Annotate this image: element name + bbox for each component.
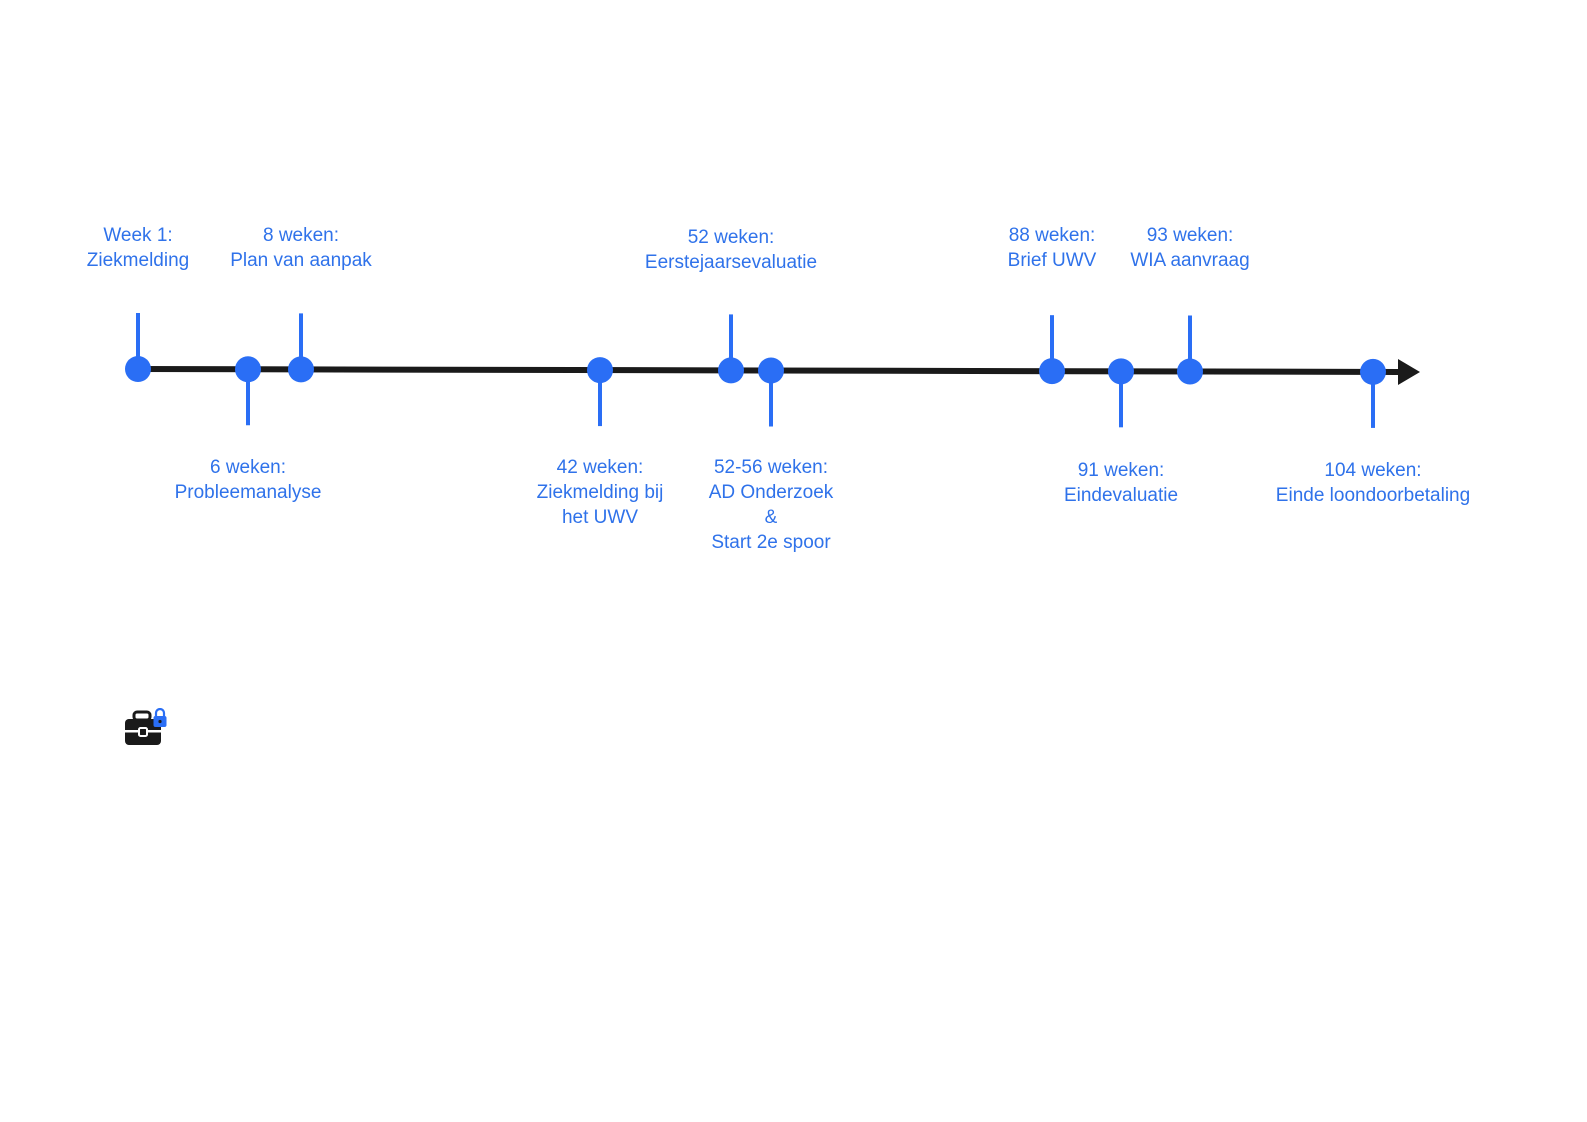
milestone-text-line: Einde loondoorbetaling	[1275, 485, 1471, 506]
milestone-text-line: 88 weken:	[1008, 225, 1096, 246]
milestone-text-line: 52-56 weken:	[713, 457, 829, 478]
milestone-text-line: 6 weken:	[209, 457, 287, 478]
milestone-dot-52-56-weken	[758, 357, 784, 384]
milestone-label-42-weken: 42 weken: Ziekmelding bij het UWV	[537, 455, 664, 530]
milestone-label-52-56-weken: 52-56 weken: AD Onderzoek & Start 2e spoor	[709, 455, 834, 555]
milestone-text-line: 52 weken:	[687, 227, 775, 248]
milestone-label-8-weken: 8 weken: Plan van aanpak	[230, 223, 372, 273]
milestone-text-line: Brief UWV	[1007, 250, 1097, 271]
milestone-text-line: 104 weken:	[1324, 460, 1422, 481]
milestone-dot-91-weken	[1108, 358, 1134, 385]
milestone-dot-42-weken	[587, 357, 613, 384]
milestone-text-line: Plan van aanpak	[230, 250, 372, 271]
milestone-text-line: Ziekmelding bij	[536, 482, 664, 503]
milestone-text-line: &	[764, 507, 778, 528]
milestone-label-91-weken: 91 weken: Eindevaluatie	[1064, 458, 1178, 508]
milestone-text-line: Ziekmelding	[86, 250, 190, 271]
milestone-label-88-weken: 88 weken: Brief UWV	[1008, 223, 1097, 273]
milestone-dot-8-weken	[288, 356, 314, 383]
timeline-ticks	[125, 313, 1386, 428]
milestone-dot-52-weken	[718, 357, 744, 384]
milestone-dot-week-1	[125, 356, 151, 382]
milestone-label-week-1: Week 1: Ziekmelding	[87, 223, 189, 273]
milestone-label-52-weken: 52 weken: Eerstejaarsevaluatie	[645, 225, 817, 275]
milestone-text-line: 42 weken:	[556, 457, 644, 478]
milestone-text-line: Probleemanalyse	[174, 482, 322, 503]
milestone-label-6-weken: 6 weken: Probleemanalyse	[175, 455, 322, 505]
milestone-text-line: Eindevaluatie	[1063, 485, 1179, 506]
milestone-dot-6-weken	[235, 356, 261, 383]
milestone-text-line: WIA aanvraag	[1130, 250, 1250, 271]
milestone-dot-93-weken	[1177, 358, 1203, 385]
milestone-text-line: het UWV	[561, 507, 639, 528]
milestone-text-line: 93 weken:	[1146, 225, 1234, 246]
milestone-text-line: AD Onderzoek	[708, 482, 834, 503]
milestone-text-line: Eerstejaarsevaluatie	[644, 252, 818, 273]
briefcase-lock-icon	[124, 707, 170, 750]
milestone-text-line: 8 weken:	[262, 225, 340, 246]
milestone-text-line: 91 weken:	[1077, 460, 1165, 481]
milestone-dot-88-weken	[1039, 358, 1065, 385]
milestone-text-line: Week 1:	[103, 225, 173, 246]
milestone-label-104-weken: 104 weken: Einde loondoorbetaling	[1276, 458, 1470, 508]
milestone-dot-104-weken	[1360, 358, 1386, 385]
milestone-label-93-weken: 93 weken: WIA aanvraag	[1130, 223, 1249, 273]
milestone-text-line: Start 2e spoor	[711, 532, 831, 553]
timeline-arrow-head	[1398, 359, 1420, 385]
